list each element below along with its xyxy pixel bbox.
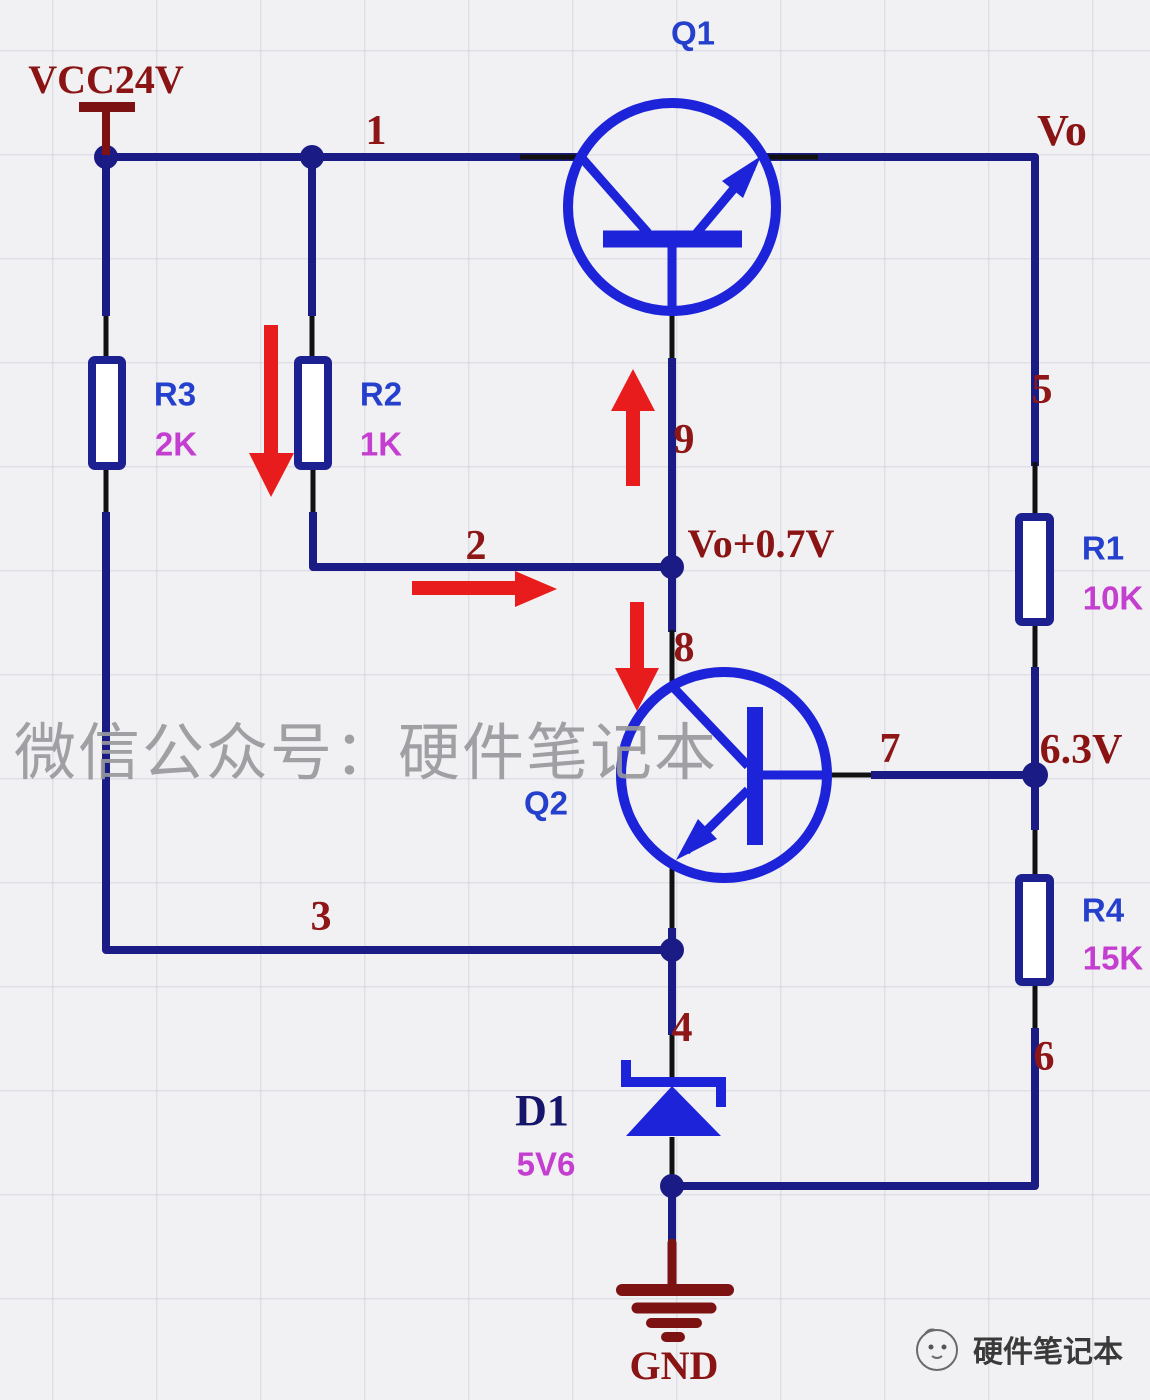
junction-r2-top [300,145,324,169]
current-arrows [249,325,659,711]
q2-collector-line [668,682,752,770]
current-arrow-up-q1base [611,369,655,486]
wire-left-rail-bottom-3 [102,512,672,954]
node-number-6: 6 [1033,1034,1055,1080]
zener-d1 [621,1060,726,1136]
d1-cathode-bar [621,1060,726,1107]
resistor-r3-body [88,356,126,470]
logo-eye-left [928,1344,934,1350]
node-number-2: 2 [465,523,487,569]
junction-node63 [1022,762,1048,788]
arrow-shaft [626,406,640,486]
resistor-r2-body [294,356,332,470]
junction-node2 [660,555,684,579]
arrow-head [615,668,659,711]
junction-dots [94,145,1048,1198]
logo-mouth [931,1355,943,1359]
value-label-r4: 15K [1082,939,1144,977]
arrow-head [515,571,557,607]
transistor-q2 [616,667,832,883]
arrow-head [611,369,655,411]
q2-emitter-arrowhead [676,819,717,860]
wires [102,153,1039,1243]
ref-label-q2: Q2 [523,784,569,822]
node-number-4: 4 [671,1005,693,1051]
junction-vcc [94,145,118,169]
value-label-r3: 2K [154,425,198,463]
node-number-3: 3 [310,894,332,940]
current-arrow-down-r2 [249,325,294,497]
wire-r4-to-d1 [672,1028,1039,1190]
watermark-badge-text: 硬件笔记本 [973,1336,1123,1369]
wire-top-right-vo [763,153,1039,466]
net-label-vo-plus-07: Vo+0.7V [687,521,835,566]
ref-label-d1: D1 [515,1086,569,1135]
node-number-7: 7 [879,726,901,772]
value-label-r1: 10K [1082,579,1144,617]
ref-label-r3: R3 [153,375,197,413]
current-arrow-right-node2 [412,571,557,607]
net-label-vcc24v: VCC24V [28,57,184,102]
arrow-head [249,453,294,497]
ref-label-r2: R2 [359,375,403,413]
watermark-center: 微信公众号：硬件笔记本 [14,719,719,788]
logo-eye-right [941,1344,947,1350]
wire-r2-to-node2 [309,512,672,571]
q1-emitter-arrowhead [722,156,761,198]
value-label-r2: 1K [359,425,403,463]
resistors [88,356,1054,986]
node-number-8: 8 [673,625,695,671]
vcc-power-symbol [79,102,135,155]
ref-label-q1: Q1 [670,14,716,52]
resistor-r1-body [1015,513,1054,626]
arrow-shaft [264,325,278,457]
net-label-6v3: 6.3V [1039,727,1123,773]
q1-collector-line [577,154,652,236]
net-label-gnd: GND [629,1343,719,1388]
ref-label-r4: R4 [1081,891,1125,929]
junction-d1-bottom [660,1174,684,1198]
logo-circle [916,1329,958,1371]
logo-ear [924,1328,936,1335]
pin-stubs [103,154,1038,1180]
net-label-vo: Vo [1037,106,1087,155]
junction-node3 [660,938,684,962]
badge-logo-icon [916,1328,958,1371]
ref-label-r1: R1 [1081,529,1125,567]
current-arrow-down-q2 [615,602,659,711]
node-number-9: 9 [673,417,695,463]
arrow-shaft [630,602,644,672]
d1-anode-triangle [626,1086,721,1136]
value-label-d1: 5V6 [516,1145,576,1183]
gnd-symbol [616,1238,734,1342]
arrow-shaft [412,581,518,595]
transistor-q1 [563,98,781,316]
node-number-1: 1 [365,108,387,154]
node-number-5: 5 [1031,367,1053,413]
resistor-r4-body [1015,874,1054,986]
